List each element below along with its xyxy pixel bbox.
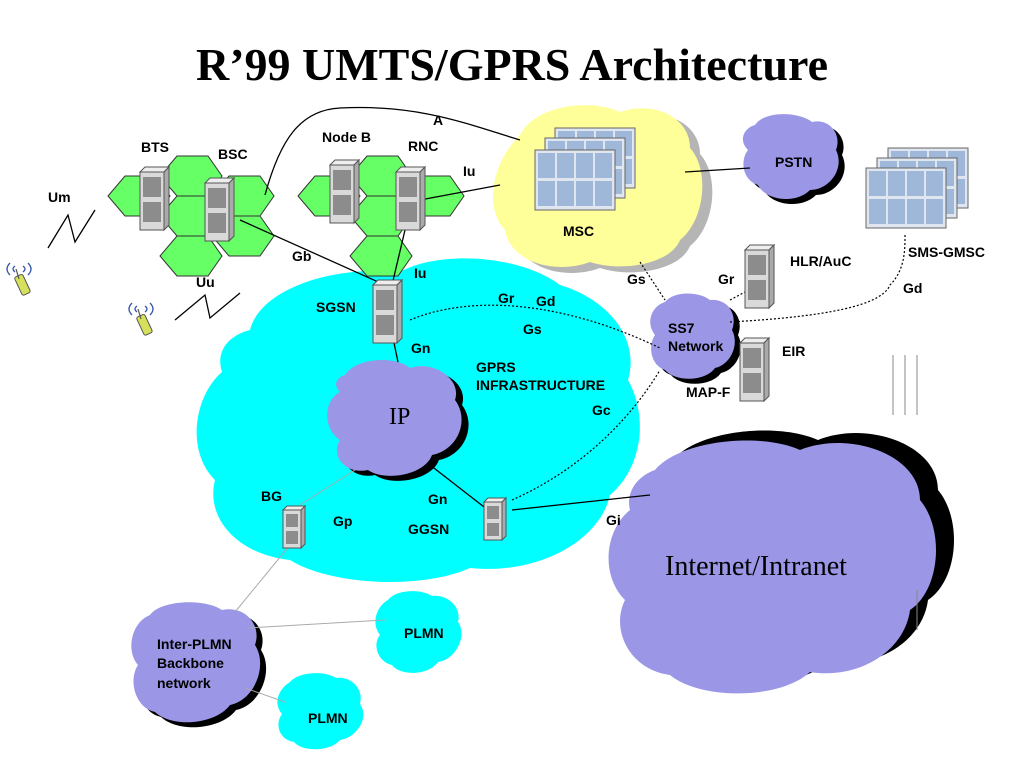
label-gb: Gb [292,248,311,264]
label-bts: BTS [141,139,169,155]
gs-msc-dotted-line [639,261,666,301]
label-gprs-line2: INFRASTRUCTURE [476,377,605,393]
plmn-cloud-1 [375,591,462,673]
ggsn-internet-line [511,494,651,511]
bg-interplmn-line [234,544,291,613]
iu-rnc-sgsn-line [391,229,406,286]
label-sms-gmsc: SMS-GMSC [908,244,985,260]
plmn-cloud-2 [277,673,364,750]
pstn-cloud [742,114,845,205]
bg-server [282,505,306,549]
label-ss7-line1: SS7 [668,320,695,336]
iu-rnc-msc-line [419,184,501,201]
dotted-links [409,234,906,501]
ip-ggsn-line [429,464,489,511]
sms-gmsc-rack [865,147,969,229]
label-gi: Gi [606,512,621,528]
label-gd-right: Gd [903,280,922,296]
inter-plmn-cloud [131,602,267,728]
ggsn-server [483,497,507,541]
label-iu-top: Iu [463,163,475,179]
label-gd-mid: Gd [536,293,555,309]
label-map-f: MAP-F [686,384,731,400]
interplmn-plmn2-line [244,687,286,703]
label-plmn-1: PLMN [404,625,444,641]
radio-access-cluster-nodeb-rnc [297,155,465,277]
decorative-lines [892,355,918,630]
label-gr-mid: Gr [498,290,515,306]
label-ss7-line2: Network [668,338,723,354]
gb-line [239,219,386,286]
label-rnc: RNC [408,138,438,154]
label-gs-right: Gs [627,271,646,287]
label-eir: EIR [782,343,805,359]
ss7-network-cloud [650,293,741,384]
label-hlr-auc: HLR/AuC [790,253,851,269]
label-bg: BG [261,488,282,504]
hlr-auc-server [744,244,775,309]
label-gn-bottom: Gn [428,491,447,507]
label-bsc: BSC [218,146,248,162]
label-ip: IP [389,404,410,430]
links [47,106,751,511]
sgsn-server [372,279,403,344]
gd-sms-dotted-line [729,234,906,323]
label-pstn: PSTN [775,154,812,170]
slide-title: R’99 UMTS/GPRS Architecture [195,39,828,90]
label-gs-mid: Gs [523,321,542,337]
bsc-server [204,177,235,242]
label-uu: Uu [196,274,215,290]
mobile-phone-icon [128,302,154,337]
eir-server [739,337,770,402]
label-inter-plmn-line3: network [157,675,211,691]
gr-hlr-dotted-line [729,291,746,301]
bts-server [139,166,170,231]
rnc-server [395,166,426,231]
light-links [234,469,386,703]
radio-access-cluster-bts-bsc [107,155,275,277]
label-gp: Gp [333,513,352,529]
internet-cloud [608,430,955,694]
mobile-phone-icon [6,262,32,297]
label-ggsn: GGSN [408,521,449,537]
ip-cloud [327,359,469,481]
msc-pstn-line [684,167,751,173]
label-inter-plmn-line1: Inter-PLMN [157,636,232,652]
label-gn-top: Gn [411,340,430,356]
label-msc: MSC [563,223,594,239]
gc-dotted-line [511,369,661,501]
label-um: Um [48,189,71,205]
node-b-server [329,159,360,224]
label-inter-plmn-line2: Backbone [157,655,224,671]
a-interface-line [264,106,521,196]
label-plmn-2: PLMN [308,710,348,726]
label-a-interface: A [433,112,443,128]
bg-ip-line [299,469,356,506]
gr-gd-gs-dotted-line [409,304,661,349]
label-sgsn: SGSN [316,299,356,315]
label-gr-right: Gr [718,271,735,287]
msc-rack [534,127,636,211]
label-iu-mid: Iu [414,265,426,281]
label-internet: Internet/Intranet [665,551,847,582]
um-zigzag [47,209,96,249]
uu-zigzag [174,292,241,321]
label-gprs-line1: GPRS [476,359,516,375]
label-node-b: Node B [322,129,371,145]
interplmn-plmn1-line [247,619,386,629]
label-gc: Gc [592,402,611,418]
